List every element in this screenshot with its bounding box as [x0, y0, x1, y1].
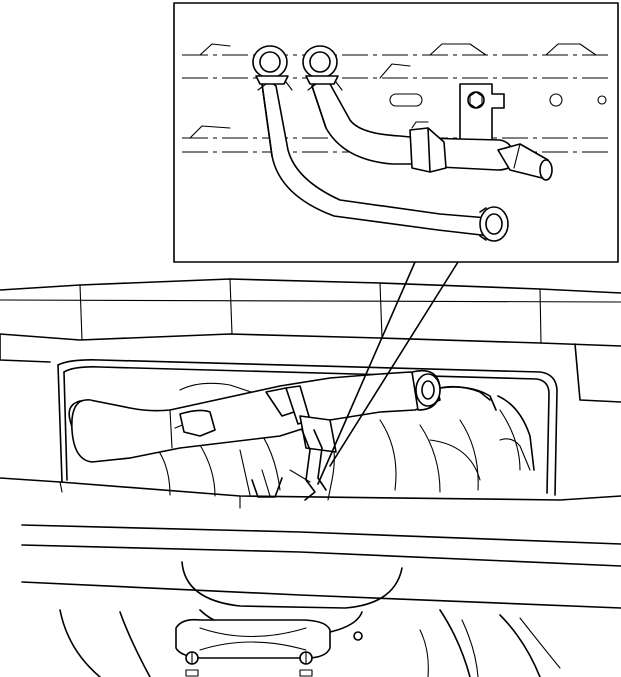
upper-crossmember: [0, 278, 621, 403]
hose-clamp: [409, 121, 447, 173]
callout-leader: [317, 261, 459, 485]
heater-hoses-main: [68, 369, 497, 501]
lower-frame: [0, 477, 621, 609]
detail-inset: [173, 2, 619, 263]
hose-clamp: [252, 45, 293, 91]
hose-bracket: [459, 83, 505, 143]
body-holes: [389, 93, 607, 107]
hose-clamp: [302, 45, 343, 91]
hose-end-fitting: [479, 206, 509, 242]
bolt-icon: [467, 91, 485, 109]
exhaust-flange: [175, 618, 331, 677]
bolt-icon: [299, 651, 313, 677]
engine-bay-opening: [57, 359, 558, 496]
vehicle-underside-view: [0, 261, 621, 677]
bolt-icon: [185, 651, 199, 677]
